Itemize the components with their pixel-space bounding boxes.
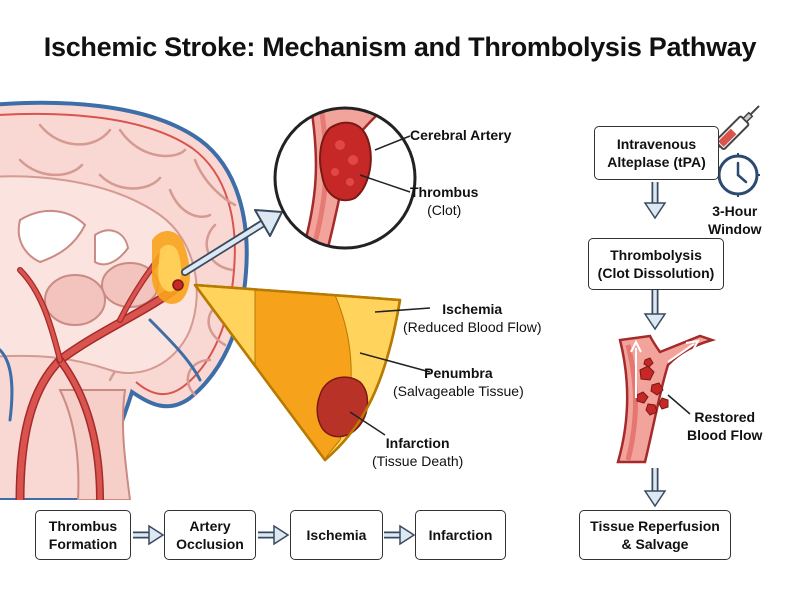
thrombus-label: Thrombus (Clot) [410, 184, 479, 218]
thrombolysis-box: Thrombolysis(Clot Dissolution) [588, 238, 724, 290]
label-leaders-wedge [349, 307, 431, 436]
flow-arrows-bottom [133, 524, 416, 546]
cerebral-artery-label: Cerebral Artery [410, 127, 512, 143]
magnified-artery [273, 106, 417, 250]
flow-arrows-right [643, 182, 667, 508]
clock-icon [716, 153, 760, 197]
ischemia-wedge [193, 283, 402, 462]
magnify-arrow [181, 209, 283, 276]
infarction-label: Infarction (Tissue Death) [372, 435, 464, 469]
label-leaders-top [359, 135, 411, 193]
ischemia-label: Ischemia (Reduced Blood Flow) [403, 301, 542, 335]
reperfusion-box: Tissue Reperfusion& Salvage [579, 510, 731, 560]
page-title: Ischemic Stroke: Mechanism and Thromboly… [43, 32, 757, 62]
restored-vessel [616, 334, 717, 464]
three-hour-window-label: 3-Hour Window [708, 203, 762, 237]
penumbra-label: Penumbra (Salvageable Tissue) [393, 365, 524, 399]
ischemia-box: Ischemia [290, 510, 383, 560]
infarction-box: Infarction [415, 510, 506, 560]
restored-flow-label: Restored Blood Flow [687, 409, 763, 443]
